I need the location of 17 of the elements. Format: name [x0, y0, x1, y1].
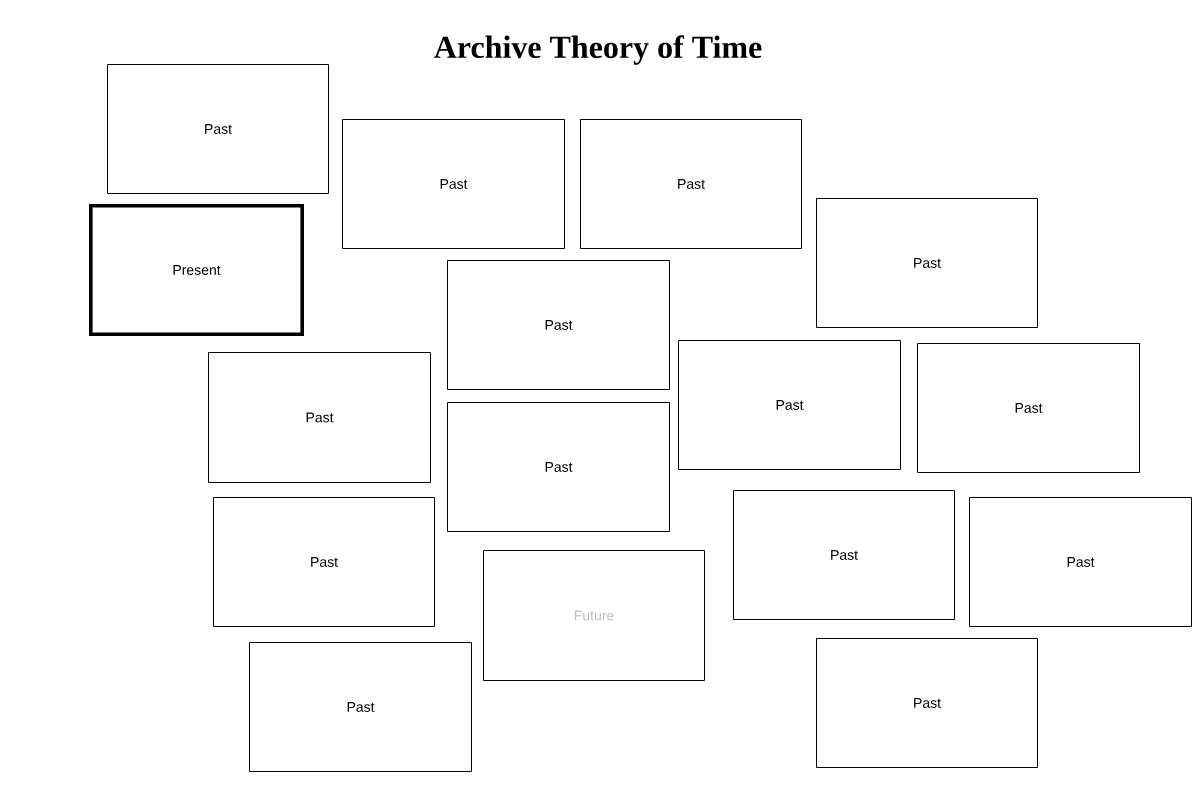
- time-box: Future: [483, 550, 705, 681]
- time-box: Past: [580, 119, 802, 249]
- time-box: Past: [208, 352, 431, 483]
- title: Archive Theory of Time: [434, 35, 762, 65]
- time-box: Past: [213, 497, 435, 627]
- time-box: Past: [447, 402, 670, 532]
- time-box: Past: [969, 497, 1192, 627]
- time-box: Past: [816, 198, 1038, 328]
- time-box: Past: [342, 119, 565, 249]
- time-box: Past: [816, 638, 1038, 768]
- time-box: Past: [249, 642, 472, 772]
- time-box: Past: [733, 490, 955, 620]
- time-box: Past: [107, 64, 329, 194]
- time-box: Past: [447, 260, 670, 390]
- time-box: Present: [89, 204, 304, 336]
- time-box: Past: [678, 340, 901, 470]
- time-box: Past: [917, 343, 1140, 473]
